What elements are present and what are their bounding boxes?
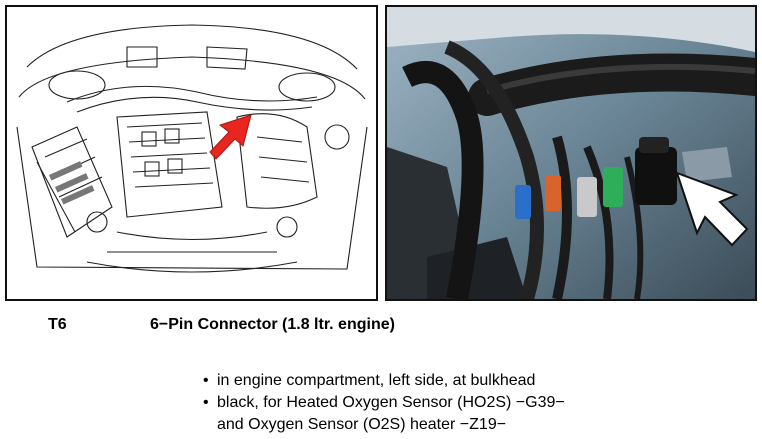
note-location: • in engine compartment, left side, at b… xyxy=(203,370,565,392)
green-connector xyxy=(603,167,623,207)
note-text: in engine compartment, left side, at bul… xyxy=(217,372,536,389)
black-6-pin-connector xyxy=(635,147,677,205)
note-description: • black, for Heated Oxygen Sensor (HO2S)… xyxy=(203,392,565,436)
pointer-arrow-icon xyxy=(675,171,749,247)
engine-compartment-diagram xyxy=(5,5,378,301)
blue-connector xyxy=(515,185,531,219)
location-arrow-icon xyxy=(209,114,252,160)
location-notes: • in engine compartment, left side, at b… xyxy=(203,370,565,436)
note-text: black, for Heated Oxygen Sensor (HO2S) −… xyxy=(217,394,565,411)
component-code: T6 xyxy=(48,316,67,333)
engine-bay-photo-illustration xyxy=(387,7,755,299)
grey-connector xyxy=(577,177,597,217)
bullet-icon: • xyxy=(203,394,209,411)
connector-location-photo xyxy=(385,5,757,301)
note-text: and Oxygen Sensor (O2S) heater −Z19− xyxy=(217,416,507,433)
component-title: 6−Pin Connector (1.8 ltr. engine) xyxy=(150,316,395,333)
bullet-icon: • xyxy=(203,372,209,389)
engine-line-drawing xyxy=(16,24,368,273)
orange-connector xyxy=(545,175,561,211)
